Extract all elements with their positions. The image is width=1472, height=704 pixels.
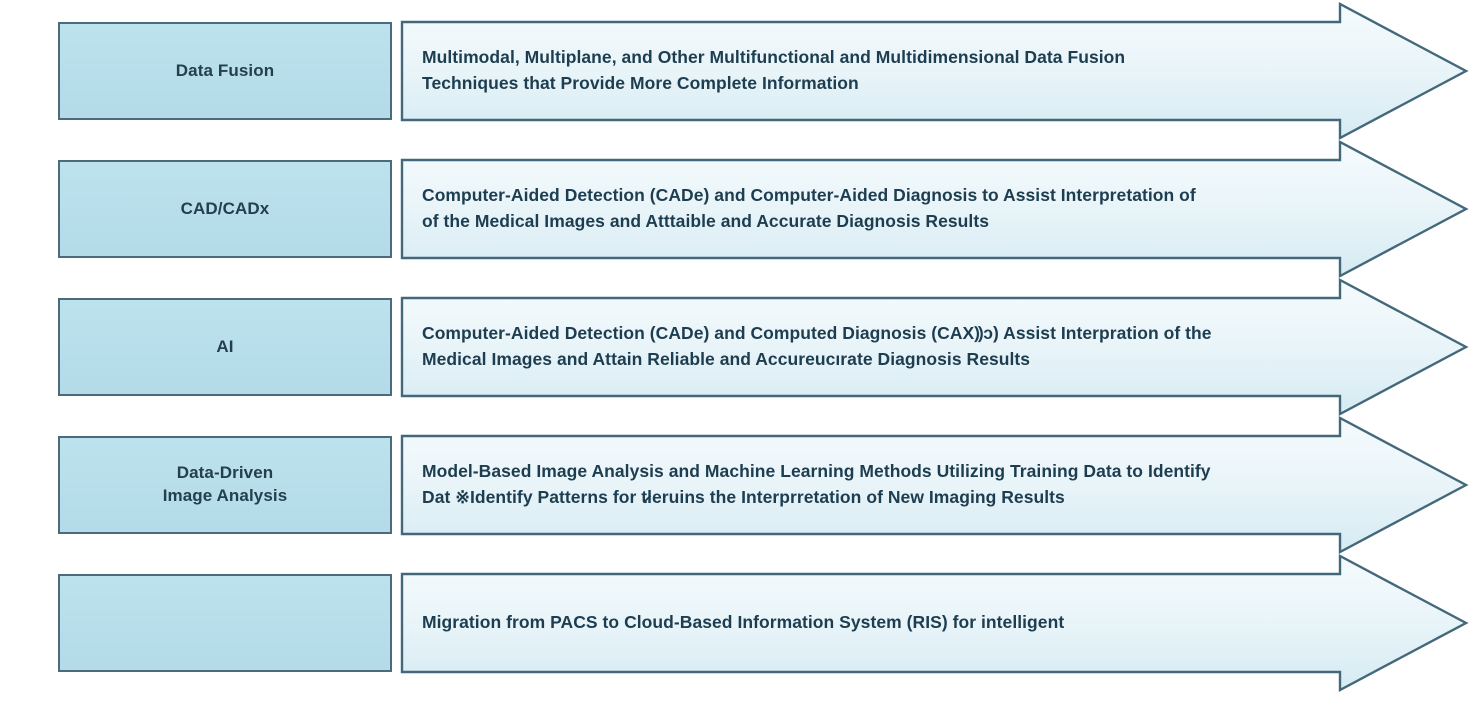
row-label-text: CAD/CADx xyxy=(180,198,270,218)
diagram-row: Data Fusion Multimodal, Multiplane, and … xyxy=(0,2,1472,140)
arrow-shape-icon xyxy=(400,278,1469,416)
row-label-text: Data-Driven Image Analysis xyxy=(163,462,288,508)
arrow-shape-icon xyxy=(400,554,1469,692)
row-arrow-ai[interactable]: Computer-Aided Detection (CADe) and Comp… xyxy=(400,278,1472,416)
row-label-line: Image Analysis xyxy=(162,486,288,505)
row-arrow-data-fusion[interactable]: Multimodal, Multiplane, and Other Multif… xyxy=(400,2,1472,140)
diagram-row: AI Computer-Aided Detection (CADe) and C… xyxy=(0,278,1472,416)
arrow-shape-icon xyxy=(400,2,1469,140)
row-label-box-data-driven-image-analysis[interactable]: Data-Driven Image Analysis xyxy=(58,436,392,534)
row-label-text: AI xyxy=(216,336,234,356)
diagram-row: CAD/CADx Computer-Aided Detection (CADe)… xyxy=(0,140,1472,278)
row-label-box-ai[interactable]: AI xyxy=(58,298,392,396)
row-label-line: Data-Driven xyxy=(176,463,274,483)
row-arrow-data-driven-image-analysis[interactable]: Model-Based Image Analysis and Machine L… xyxy=(400,416,1472,554)
arrow-shape-icon xyxy=(400,140,1469,278)
arrow-shape-icon xyxy=(400,416,1469,554)
row-label-box-data-fusion[interactable]: Data Fusion xyxy=(58,22,392,120)
diagram-row: Data-Driven Image Analysis Model-Based I… xyxy=(0,416,1472,554)
diagram-row: Migration from PACS to Cloud-Based Infor… xyxy=(0,554,1472,692)
row-arrow-migration[interactable]: Migration from PACS to Cloud-Based Infor… xyxy=(400,554,1472,692)
row-label-box-cad-cadx[interactable]: CAD/CADx xyxy=(58,160,392,258)
row-label-box-empty[interactable] xyxy=(58,574,392,672)
row-arrow-cad-cadx[interactable]: Computer-Aided Detection (CADe) and Comp… xyxy=(400,140,1472,278)
row-label-text: Data Fusion xyxy=(175,60,275,80)
